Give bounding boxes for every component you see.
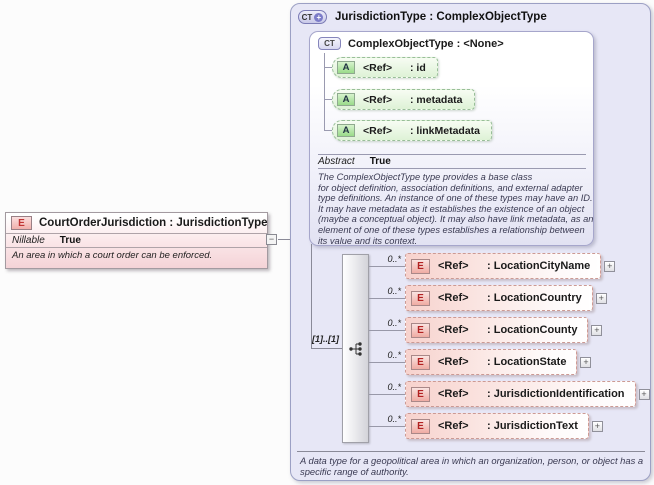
base-type-property-row: Abstract True xyxy=(318,156,391,167)
attribute-node-metadata[interactable]: A <Ref> : metadata xyxy=(332,89,475,110)
complextype-icon-label: CT xyxy=(301,12,313,22)
element-node-locationstate[interactable]: E <Ref> : LocationState xyxy=(405,349,578,375)
property-value: True xyxy=(369,156,391,167)
element-property-row: Nillable True xyxy=(6,234,267,248)
divider xyxy=(318,168,586,169)
base-type-title: ComplexObjectType : <None> xyxy=(348,37,504,50)
connector-line xyxy=(278,239,290,240)
occurrence-label: 0..* xyxy=(387,350,401,360)
element-icon: E xyxy=(411,386,430,402)
connector-line xyxy=(369,298,405,299)
element-name: : LocationCounty xyxy=(487,324,578,336)
element-icon: E xyxy=(411,418,430,434)
element-row-locationstate: 0..* E <Ref> : LocationState + xyxy=(369,346,592,378)
element-ref-label: <Ref> xyxy=(438,356,469,368)
derivation-plus-icon: + xyxy=(314,12,324,22)
attribute-stub-line xyxy=(324,67,333,68)
element-row-locationcounty: 0..* E <Ref> : LocationCounty + xyxy=(369,314,603,346)
occurrence-label: 0..* xyxy=(387,382,401,392)
attribute-ref-label: <Ref> xyxy=(363,124,393,137)
cardinality-label: [1]..[1] xyxy=(312,334,339,344)
element-icon: E xyxy=(411,290,430,306)
expand-toggle[interactable]: + xyxy=(604,260,616,272)
expand-toggle[interactable]: + xyxy=(595,292,607,304)
attribute-icon: A xyxy=(337,124,355,137)
attribute-icon: A xyxy=(337,61,355,74)
content-model-line xyxy=(311,244,312,348)
element-node-locationcityname[interactable]: E <Ref> : LocationCityName xyxy=(405,253,602,279)
element-node-jurisdictiontext[interactable]: E <Ref> : JurisdictionText xyxy=(405,413,589,439)
property-value: True xyxy=(59,235,81,246)
element-name: : LocationCountry xyxy=(487,292,582,304)
element-icon: E xyxy=(411,258,430,274)
element-node-jurisdictionidentification[interactable]: E <Ref> : JurisdictionIdentification xyxy=(405,381,636,407)
complextype-global-icon: CT + xyxy=(298,10,327,24)
element-node-header: E CourtOrderJurisdiction : JurisdictionT… xyxy=(6,213,268,234)
element-node-title: CourtOrderJurisdiction : JurisdictionTyp… xyxy=(39,217,268,229)
element-name: : LocationCityName xyxy=(487,260,591,272)
attribute-tree-line xyxy=(324,53,325,130)
element-node-courtorderjurisdiction[interactable]: E CourtOrderJurisdiction : JurisdictionT… xyxy=(5,212,268,269)
element-icon: E xyxy=(411,354,430,370)
occurrence-label: 0..* xyxy=(387,286,401,296)
element-node-locationcounty[interactable]: E <Ref> : LocationCounty xyxy=(405,317,589,343)
property-name: Nillable xyxy=(12,235,45,246)
connector-line xyxy=(369,426,405,427)
expand-toggle[interactable]: + xyxy=(591,324,603,336)
element-ref-label: <Ref> xyxy=(438,324,469,336)
element-ref-label: <Ref> xyxy=(438,260,469,272)
element-row-jurisdictionidentification: 0..* E <Ref> : JurisdictionIdentificatio… xyxy=(369,378,650,410)
element-name: : JurisdictionText xyxy=(487,420,578,432)
attribute-ref-label: <Ref> xyxy=(363,93,393,106)
occurrence-label: 0..* xyxy=(387,414,401,424)
occurrence-label: 0..* xyxy=(387,318,401,328)
element-name: : LocationState xyxy=(487,356,567,368)
connector-line xyxy=(369,330,405,331)
attribute-node-id[interactable]: A <Ref> : id xyxy=(332,57,438,78)
collapse-toggle[interactable]: − xyxy=(266,234,277,245)
attribute-ref-label: <Ref> xyxy=(363,61,393,74)
divider xyxy=(318,154,586,155)
type-panel-title: JurisdictionType : ComplexObjectType xyxy=(335,11,547,23)
expand-toggle[interactable]: + xyxy=(638,388,650,400)
attribute-stub-line xyxy=(324,130,333,131)
type-panel-jurisdictiontype[interactable]: CT + JurisdictionType : ComplexObjectTyp… xyxy=(290,3,651,481)
sequence-compositor-icon xyxy=(348,341,362,356)
type-annotation: A data type for a geopolitical area in w… xyxy=(300,455,644,477)
expand-toggle[interactable]: + xyxy=(591,420,603,432)
element-row-locationcityname: 0..* E <Ref> : LocationCityName + xyxy=(369,250,616,282)
complextype-icon: CT xyxy=(318,37,341,50)
attribute-icon: A xyxy=(337,93,355,106)
element-ref-label: <Ref> xyxy=(438,420,469,432)
element-row-jurisdictiontext: 0..* E <Ref> : JurisdictionText + xyxy=(369,410,603,442)
element-node-locationcountry[interactable]: E <Ref> : LocationCountry xyxy=(405,285,593,311)
element-icon: E xyxy=(11,216,32,230)
occurrence-label: 0..* xyxy=(387,254,401,264)
element-annotation: An area in which a court order can be en… xyxy=(12,250,213,261)
content-model-line xyxy=(311,348,342,349)
expand-toggle[interactable]: + xyxy=(580,356,592,368)
property-name: Abstract xyxy=(318,156,355,167)
base-type-header: CT ComplexObjectType : <None> xyxy=(318,37,504,50)
connector-line xyxy=(369,394,405,395)
element-ref-label: <Ref> xyxy=(438,388,469,400)
base-type-annotation: The ComplexObjectType type provides a ba… xyxy=(318,172,594,246)
element-row-locationcountry: 0..* E <Ref> : LocationCountry + xyxy=(369,282,607,314)
attribute-name: : metadata xyxy=(410,93,463,106)
type-panel-header: CT + JurisdictionType : ComplexObjectTyp… xyxy=(298,10,547,24)
connector-line xyxy=(369,362,405,363)
attribute-node-linkmetadata[interactable]: A <Ref> : linkMetadata xyxy=(332,120,493,141)
attribute-name: : id xyxy=(410,61,426,74)
attribute-name: : linkMetadata xyxy=(410,124,481,137)
element-icon: E xyxy=(411,322,430,338)
element-ref-label: <Ref> xyxy=(438,292,469,304)
sequence-compositor-bar[interactable] xyxy=(342,254,369,443)
divider xyxy=(297,451,645,452)
base-type-box-complexobjecttype[interactable]: CT ComplexObjectType : <None> A <Ref> : … xyxy=(309,31,594,246)
attribute-stub-line xyxy=(324,99,333,100)
element-name: : JurisdictionIdentification xyxy=(487,388,625,400)
connector-line xyxy=(369,266,405,267)
